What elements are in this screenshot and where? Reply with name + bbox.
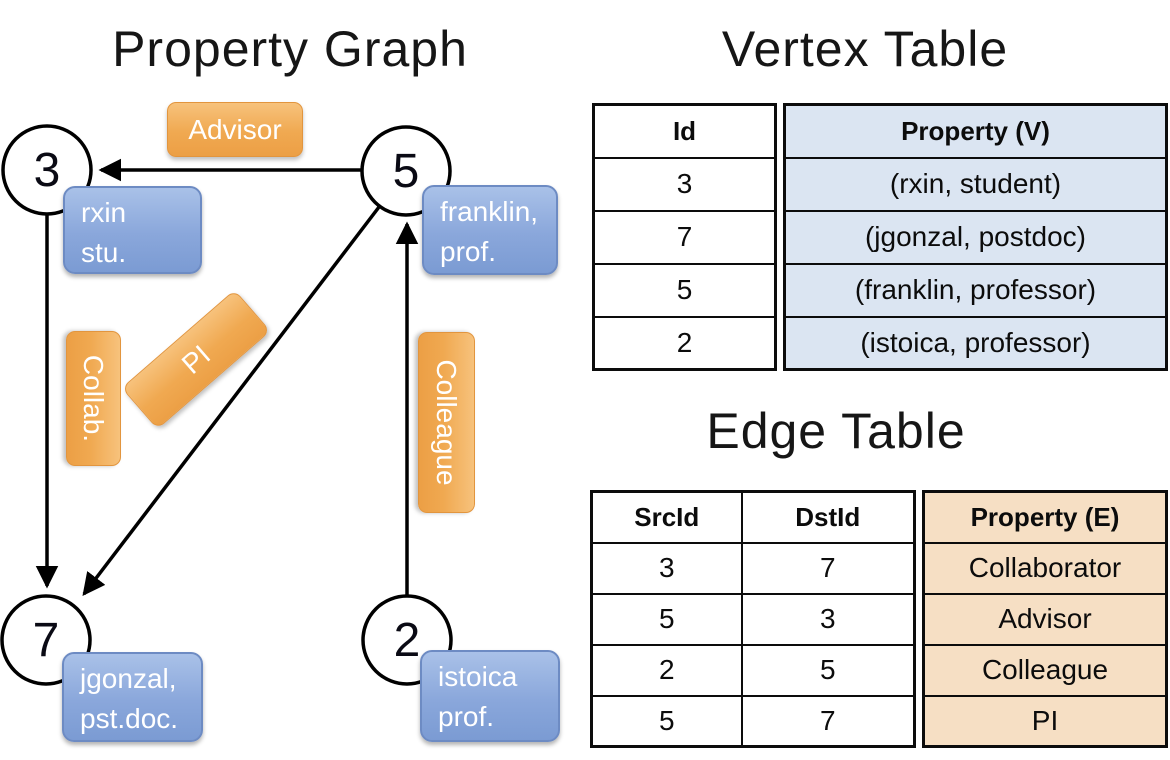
vertex-table-property-column: Property (V) (rxin, student) (jgonzal, p… bbox=[783, 103, 1168, 371]
edge-srcid-cell: 5 bbox=[590, 694, 743, 748]
table-row: 3 7 bbox=[590, 541, 916, 595]
edge-dstid-cell: 5 bbox=[740, 643, 916, 697]
vertex-table-title: Vertex Table bbox=[721, 21, 1009, 77]
table-row: 5 7 bbox=[590, 694, 916, 748]
edge-property-cell: Advisor bbox=[922, 592, 1168, 646]
table-header-row: Property (V) bbox=[783, 103, 1168, 159]
table-row: Advisor bbox=[922, 592, 1168, 646]
edge-srcid-header: SrcId bbox=[590, 490, 743, 544]
table-row: 2 5 bbox=[590, 643, 916, 697]
table-row: Collaborator bbox=[922, 541, 1168, 595]
table-header-row: Id bbox=[592, 103, 777, 159]
vertex-property-box-7: jgonzal, pst.doc. bbox=[62, 652, 203, 742]
vertex-id-cell: 3 bbox=[592, 156, 777, 212]
vertex-id-cell: 2 bbox=[592, 315, 777, 371]
table-row: 7 bbox=[592, 209, 777, 265]
edge-srcid-cell: 2 bbox=[590, 643, 743, 697]
edge-table-title: Edge Table bbox=[706, 403, 966, 459]
vertex-property-box-5: franklin, prof. bbox=[422, 185, 558, 275]
edge-dstid-cell: 3 bbox=[740, 592, 916, 646]
vertex-property-line: jgonzal, bbox=[80, 663, 177, 694]
vertex-property-cell: (franklin, professor) bbox=[783, 262, 1168, 318]
vertex-id-header: Id bbox=[592, 103, 777, 159]
edge-table-id-columns: SrcId DstId 3 7 5 3 2 5 5 7 bbox=[590, 490, 916, 748]
edge-dstid-cell: 7 bbox=[740, 694, 916, 748]
table-row: Colleague bbox=[922, 643, 1168, 697]
edge-property-cell: PI bbox=[922, 694, 1168, 748]
edge-srcid-cell: 5 bbox=[590, 592, 743, 646]
vertex-table-id-column: Id 3 7 5 2 bbox=[592, 103, 777, 371]
node-id-2: 2 bbox=[393, 614, 421, 667]
table-row: 2 bbox=[592, 315, 777, 371]
vertex-property-cell: (rxin, student) bbox=[783, 156, 1168, 212]
vertex-property-line: pst.doc. bbox=[80, 703, 179, 734]
table-row: (jgonzal, postdoc) bbox=[783, 209, 1168, 265]
edge-label-collab: Collab. bbox=[66, 331, 121, 466]
table-row: 5 bbox=[592, 262, 777, 318]
vertex-property-box-3: rxin stu. bbox=[63, 186, 202, 274]
table-row: PI bbox=[922, 694, 1168, 748]
edge-property-header: Property (E) bbox=[922, 490, 1168, 544]
edge-property-cell: Collaborator bbox=[922, 541, 1168, 595]
vertex-id-cell: 7 bbox=[592, 209, 777, 265]
edge-srcid-cell: 3 bbox=[590, 541, 743, 595]
vertex-property-line: prof. bbox=[438, 701, 495, 732]
edge-label-advisor: Advisor bbox=[167, 102, 303, 157]
vertex-property-line: rxin bbox=[81, 197, 127, 228]
edge-pi-arrow bbox=[82, 205, 381, 597]
vertex-property-cell: (istoica, professor) bbox=[783, 315, 1168, 371]
table-header-row: Property (E) bbox=[922, 490, 1168, 544]
edge-property-cell: Colleague bbox=[922, 643, 1168, 697]
edge-label-colleague: Colleague bbox=[418, 332, 475, 513]
table-row: (istoica, professor) bbox=[783, 315, 1168, 371]
table-row: (rxin, student) bbox=[783, 156, 1168, 212]
vertex-property-line: prof. bbox=[440, 236, 497, 267]
edge-dstid-header: DstId bbox=[740, 490, 916, 544]
edge-dstid-cell: 7 bbox=[740, 541, 916, 595]
vertex-id-cell: 5 bbox=[592, 262, 777, 318]
vertex-property-cell: (jgonzal, postdoc) bbox=[783, 209, 1168, 265]
table-row: (franklin, professor) bbox=[783, 262, 1168, 318]
table-row: 3 bbox=[592, 156, 777, 212]
vertex-property-line: istoica bbox=[438, 661, 518, 692]
node-id-5: 5 bbox=[392, 145, 420, 198]
vertex-property-line: stu. bbox=[81, 237, 127, 268]
node-id-7: 7 bbox=[32, 614, 60, 667]
edge-table-property-column: Property (E) Collaborator Advisor Collea… bbox=[922, 490, 1168, 748]
property-graph-title: Property Graph bbox=[112, 21, 468, 77]
node-id-3: 3 bbox=[33, 144, 61, 197]
table-header-row: SrcId DstId bbox=[590, 490, 916, 544]
vertex-property-box-2: istoica prof. bbox=[420, 650, 560, 742]
vertex-property-header: Property (V) bbox=[783, 103, 1168, 159]
table-row: 5 3 bbox=[590, 592, 916, 646]
vertex-property-line: franklin, bbox=[440, 196, 539, 227]
